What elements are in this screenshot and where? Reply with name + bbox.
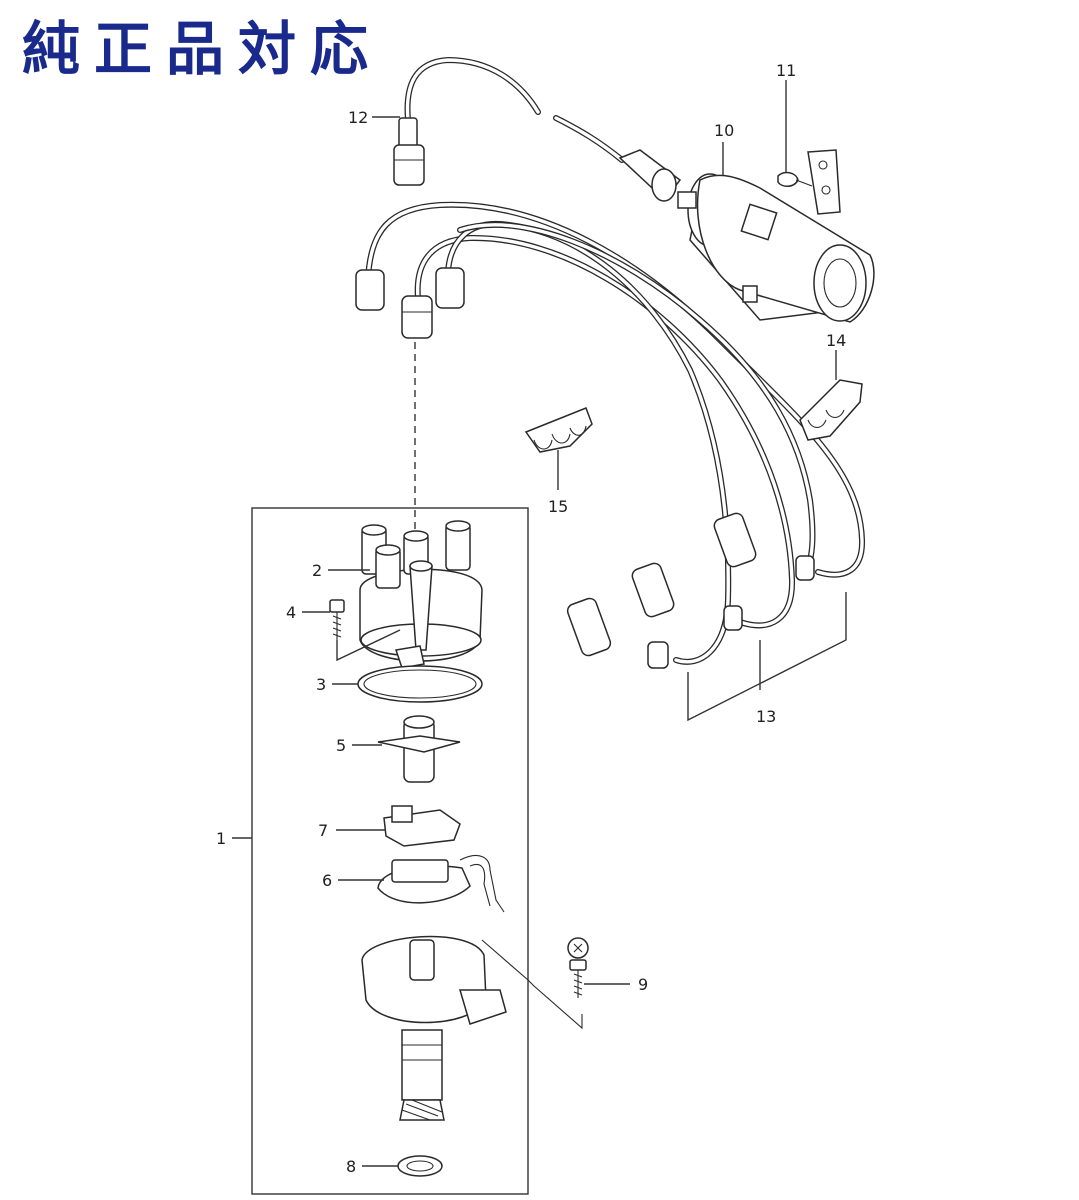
callout-8: 8 <box>346 1157 356 1176</box>
callout-6: 6 <box>322 871 332 890</box>
callout-1: 1 <box>216 829 226 848</box>
callout-4: 4 <box>286 603 296 622</box>
distributor-assembly-frame <box>251 507 529 1195</box>
signal-generator <box>383 805 461 847</box>
leader-lines <box>232 80 847 1167</box>
callout-11: 11 <box>776 61 796 80</box>
callout-7: 7 <box>318 821 328 840</box>
cable-clamp-15 <box>524 407 593 453</box>
callout-13: 13 <box>756 707 776 726</box>
callout-15: 15 <box>548 497 568 516</box>
callout-9: 9 <box>638 975 648 994</box>
ignition-coil-cable <box>393 56 682 202</box>
igniter-plate <box>377 855 505 913</box>
page-title: 純正品対応 <box>22 15 383 83</box>
callout-5: 5 <box>336 736 346 755</box>
distributor-housing <box>361 935 507 1121</box>
callout-14: 14 <box>826 331 846 350</box>
bolt-9 <box>481 937 589 1030</box>
distributor-cap <box>359 520 483 669</box>
washer <box>397 1155 443 1177</box>
callout-3: 3 <box>316 675 326 694</box>
distributor-rotor <box>377 715 461 783</box>
cap-gasket <box>357 665 483 703</box>
cap-screw-4 <box>329 599 345 640</box>
callout-10: 10 <box>714 121 734 140</box>
callout-12: 12 <box>348 108 368 127</box>
ignition-coil <box>677 149 875 323</box>
callout-2: 2 <box>312 561 322 580</box>
spark-plug-cables <box>355 201 866 669</box>
cable-clamp-14 <box>799 379 863 441</box>
